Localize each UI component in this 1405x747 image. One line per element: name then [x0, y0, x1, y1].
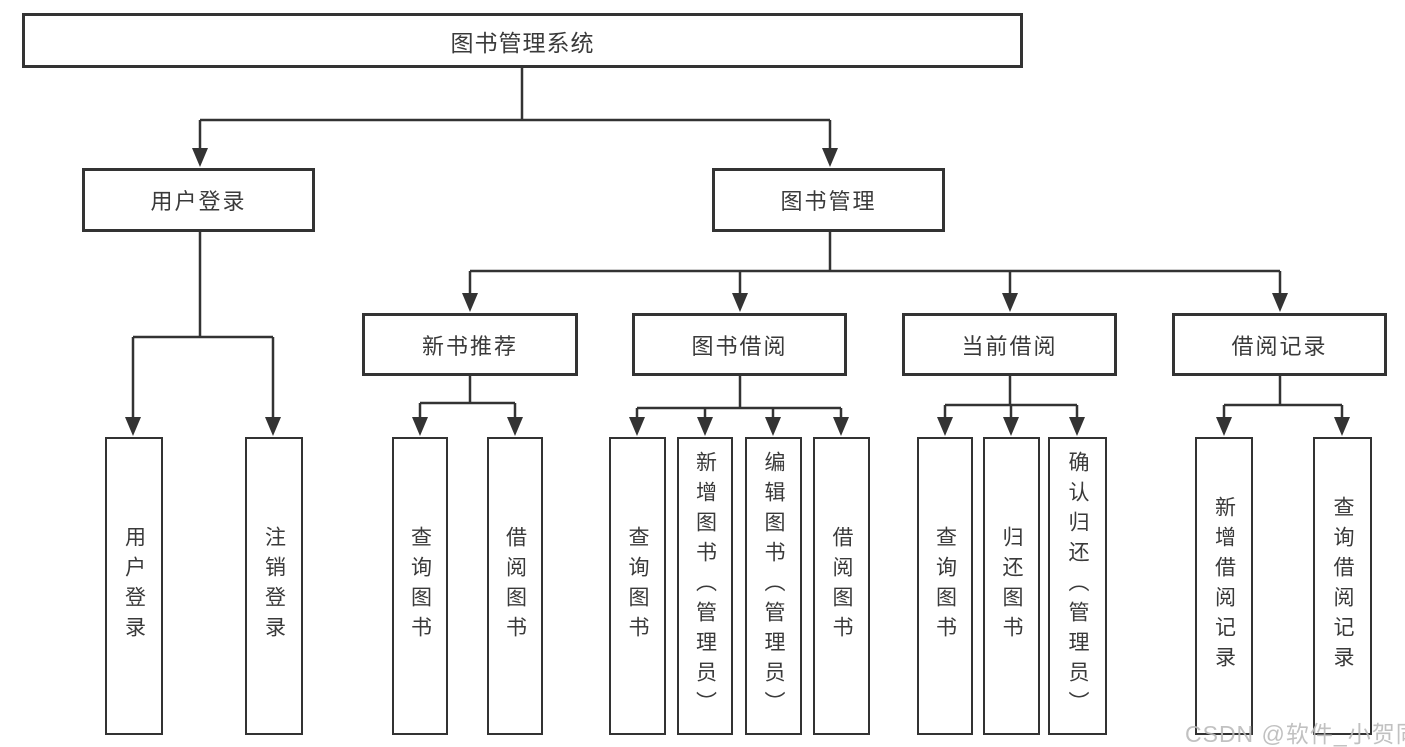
node-new-book-recommendation: 新书推荐 [362, 313, 578, 376]
leaf-borrow-books-borrowing: 借阅图书 [813, 437, 870, 735]
leaf-borrow-books-recommend: 借阅图书 [487, 437, 543, 735]
node-library-management-system: 图书管理系统 [22, 13, 1023, 68]
leaf-edit-books-admin: 编辑图书（管理员） [745, 437, 802, 735]
leaf-query-books-borrowing: 查询图书 [609, 437, 666, 735]
leaf-query-books-current: 查询图书 [917, 437, 973, 735]
leaf-user-login: 用户登录 [105, 437, 163, 735]
connector-lines [131, 68, 1344, 419]
node-user-login: 用户登录 [82, 168, 315, 232]
leaf-confirm-return-admin: 确认归还（管理员） [1048, 437, 1107, 735]
csdn-watermark: CSDN @软件_小贺同学 [1185, 721, 1405, 747]
leaf-return-books: 归还图书 [983, 437, 1040, 735]
node-current-borrowing: 当前借阅 [902, 313, 1117, 376]
node-book-borrowing: 图书借阅 [632, 313, 847, 376]
connector-arrowheads [125, 148, 1350, 436]
leaf-add-borrow-record: 新增借阅记录 [1195, 437, 1253, 735]
leaf-add-books-admin: 新增图书（管理员） [677, 437, 733, 735]
node-borrowing-records: 借阅记录 [1172, 313, 1387, 376]
leaf-logout: 注销登录 [245, 437, 303, 735]
leaf-query-borrow-record: 查询借阅记录 [1313, 437, 1372, 735]
node-book-management: 图书管理 [712, 168, 945, 232]
leaf-query-books-recommend: 查询图书 [392, 437, 448, 735]
